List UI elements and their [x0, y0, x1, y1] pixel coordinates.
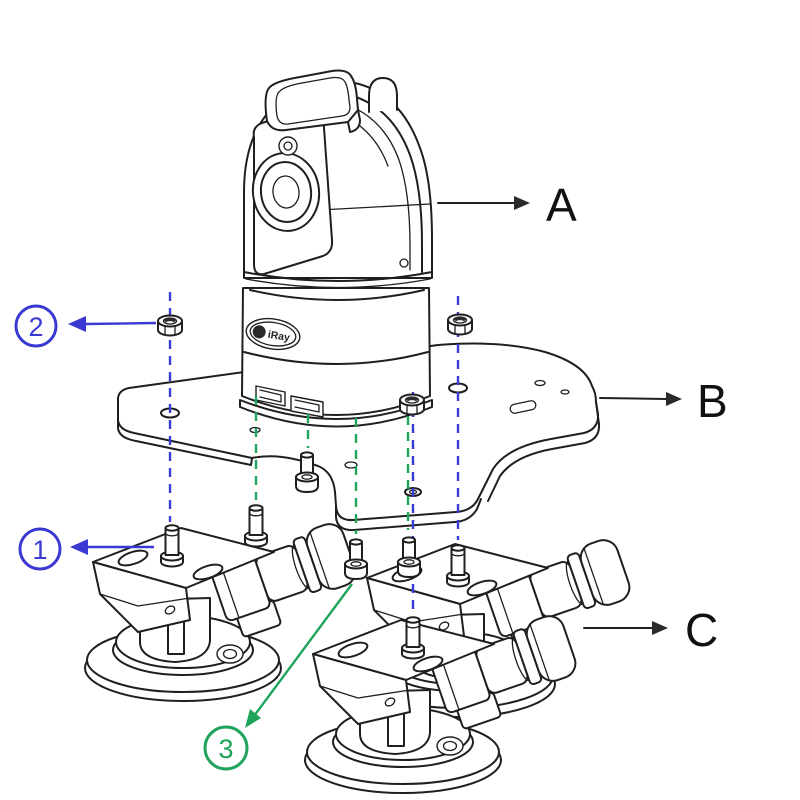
arrowhead-a — [514, 196, 530, 210]
callout-2-number: 2 — [28, 312, 43, 342]
arrowhead-c — [652, 621, 668, 635]
part-label-c: C — [685, 604, 718, 656]
arrowhead-b — [666, 392, 682, 406]
hex-nut-icon — [157, 314, 183, 337]
part-label-b: B — [697, 375, 728, 427]
callout-2-group: 2 — [14, 304, 157, 348]
part-label-a: A — [546, 179, 577, 231]
callout-3-arrowhead — [245, 709, 261, 728]
hex-nut-icon — [399, 393, 425, 416]
callout-1-arrowhead — [70, 539, 88, 555]
suction-mount-front-right — [304, 611, 586, 794]
leader-line-b — [599, 397, 667, 400]
callout-1-number: 1 — [32, 535, 47, 565]
label-b-group: B — [599, 375, 728, 427]
cap-screw-icon — [397, 536, 421, 578]
callout-2-badge — [14, 304, 58, 348]
callout-3-badge — [203, 725, 249, 771]
callout-3-group: 3 — [203, 583, 353, 771]
camera-logo-text: iRay — [267, 329, 291, 344]
callout-2-arrowhead — [68, 316, 86, 332]
stud-icon — [244, 504, 268, 548]
callout-3-number: 3 — [218, 734, 233, 764]
hex-nut-icon — [447, 313, 473, 336]
callout-3-leader — [253, 583, 353, 717]
callout-1-group: 1 — [18, 527, 154, 571]
camera-lens — [251, 152, 321, 232]
label-a-group: A — [437, 179, 577, 231]
callout-1-badge — [18, 527, 62, 571]
callout-2-leader — [85, 321, 157, 326]
ptz-camera-drawing: iRay — [239, 69, 433, 428]
brand-badge: iRay — [245, 317, 301, 351]
label-c-group: C — [583, 604, 718, 656]
